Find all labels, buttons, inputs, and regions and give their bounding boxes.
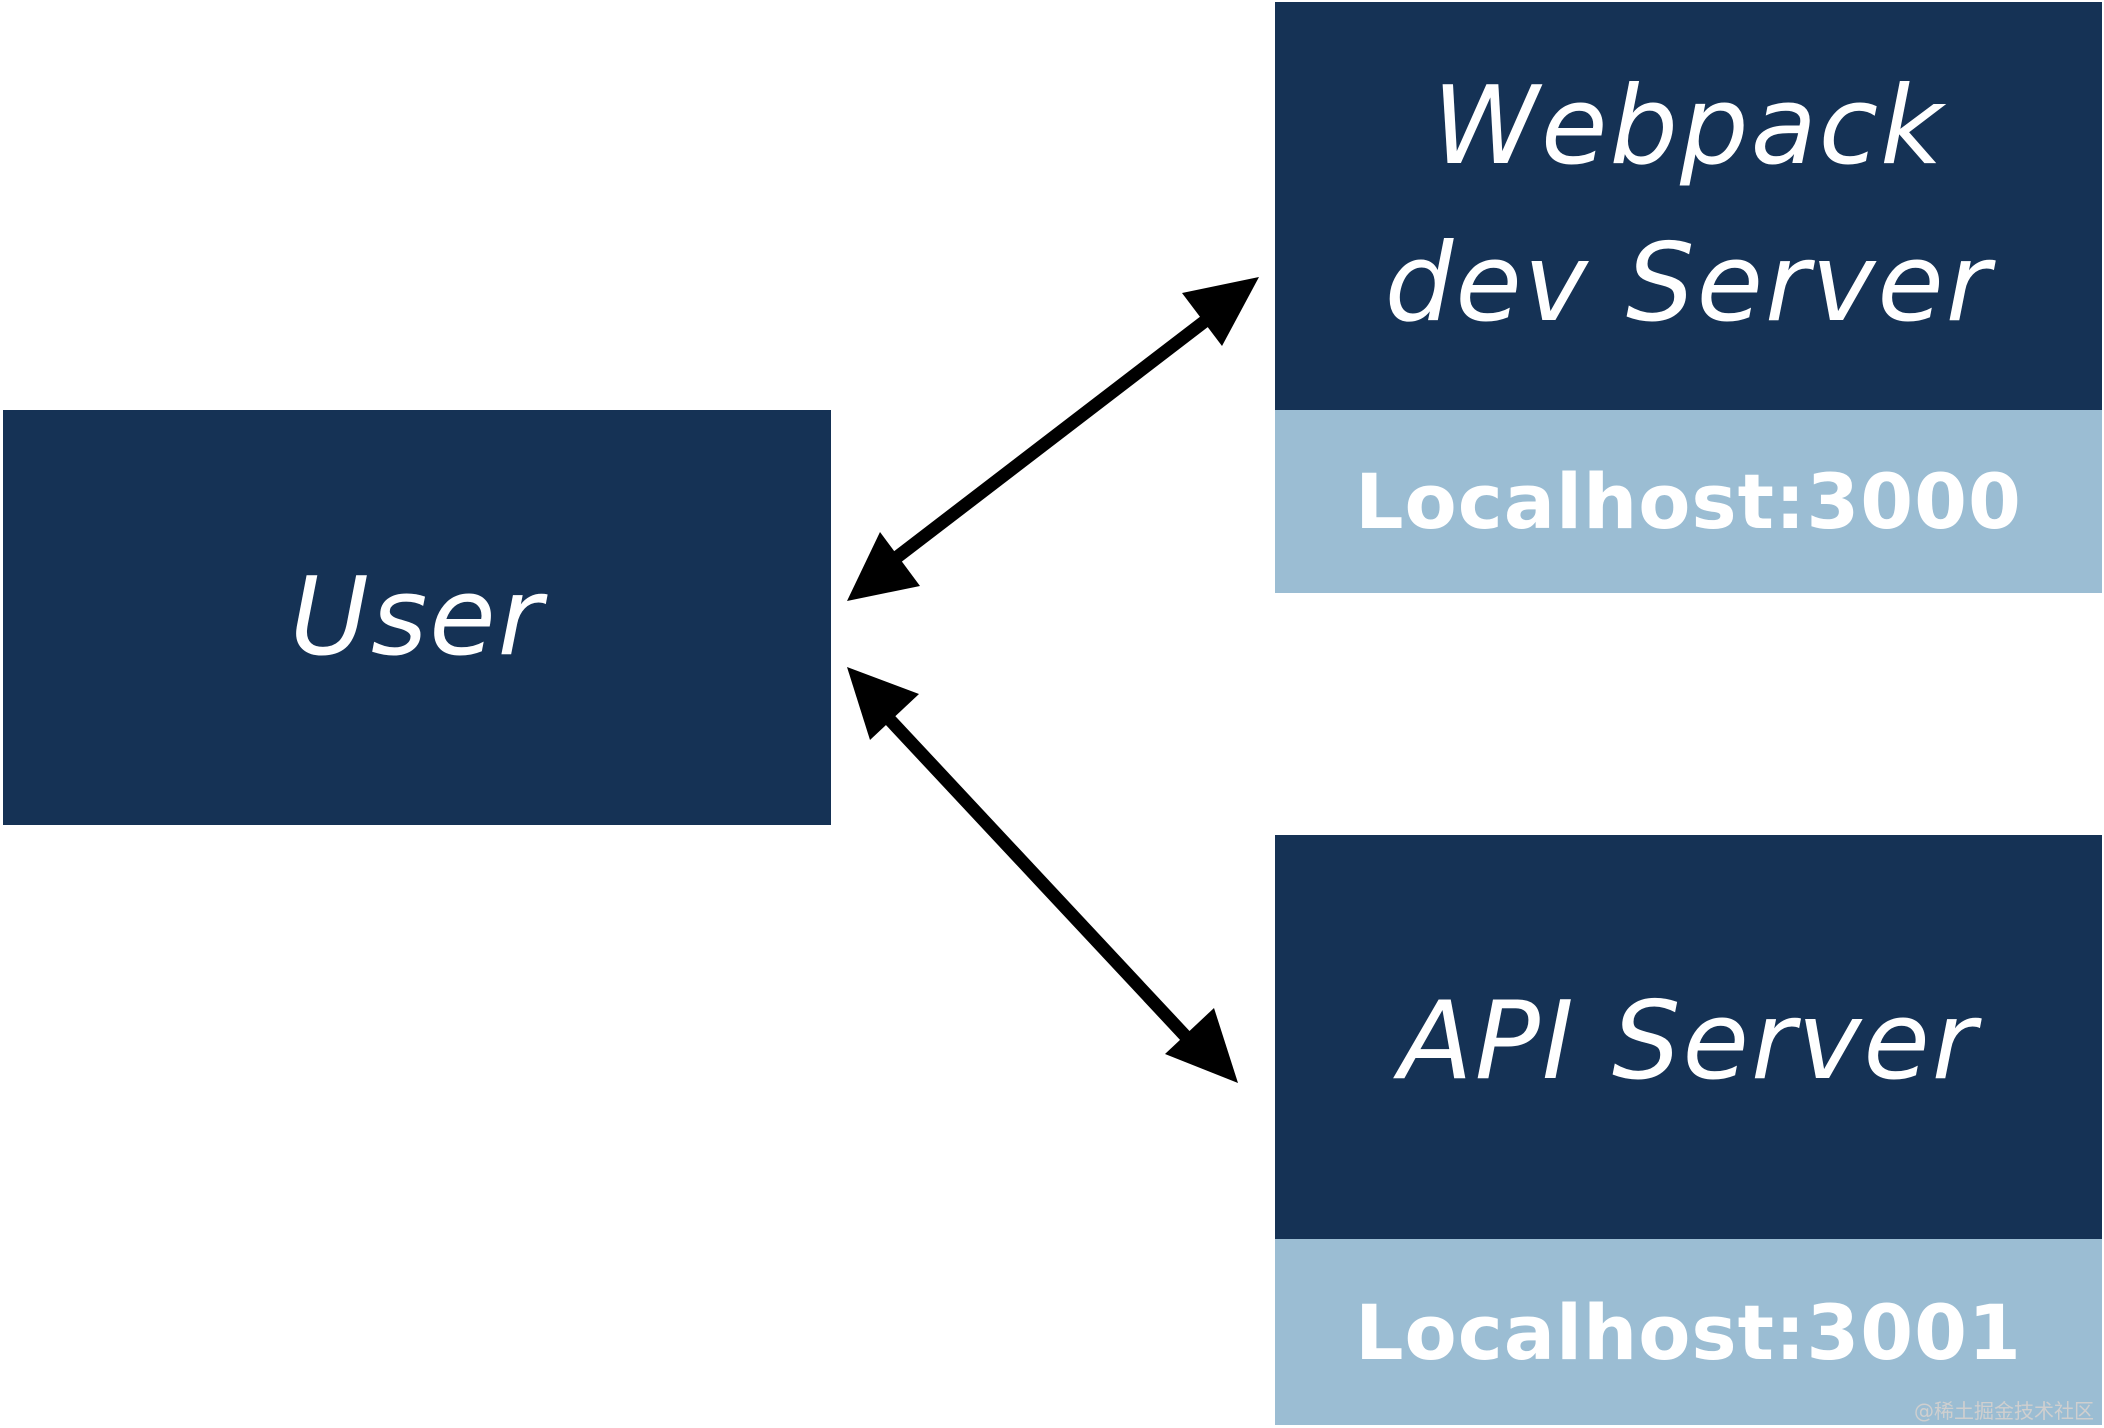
user-node: User: [3, 410, 831, 825]
webpack-dev-server-label: Webpack dev Server: [1384, 64, 1993, 346]
watermark-text: @稀土掘金技术社区: [1914, 1399, 2094, 1423]
arrow-head-api-end: [1165, 1008, 1238, 1083]
arrow-user-api: [847, 667, 1238, 1083]
arrow-head-user-end-1: [847, 532, 920, 601]
arrow-user-webpack: [847, 277, 1259, 601]
webpack-dev-server-node: Webpack dev Server: [1275, 2, 2102, 410]
api-port-badge: Localhost:3001: [1275, 1239, 2102, 1425]
webpack-port-badge: Localhost:3000: [1275, 410, 2102, 593]
user-label: User: [289, 554, 545, 680]
arrow-head-webpack-end: [1182, 277, 1259, 346]
api-server-label: API Server: [1398, 979, 1979, 1105]
arrow-user-webpack-shaft: [888, 312, 1213, 567]
arrow-head-user-end-2: [847, 667, 919, 740]
api-server-node: API Server: [1275, 835, 2102, 1239]
api-port-label: Localhost:3001: [1355, 1287, 2022, 1377]
arrow-user-api-shaft: [872, 701, 1209, 1061]
webpack-port-label: Localhost:3000: [1355, 457, 2022, 546]
